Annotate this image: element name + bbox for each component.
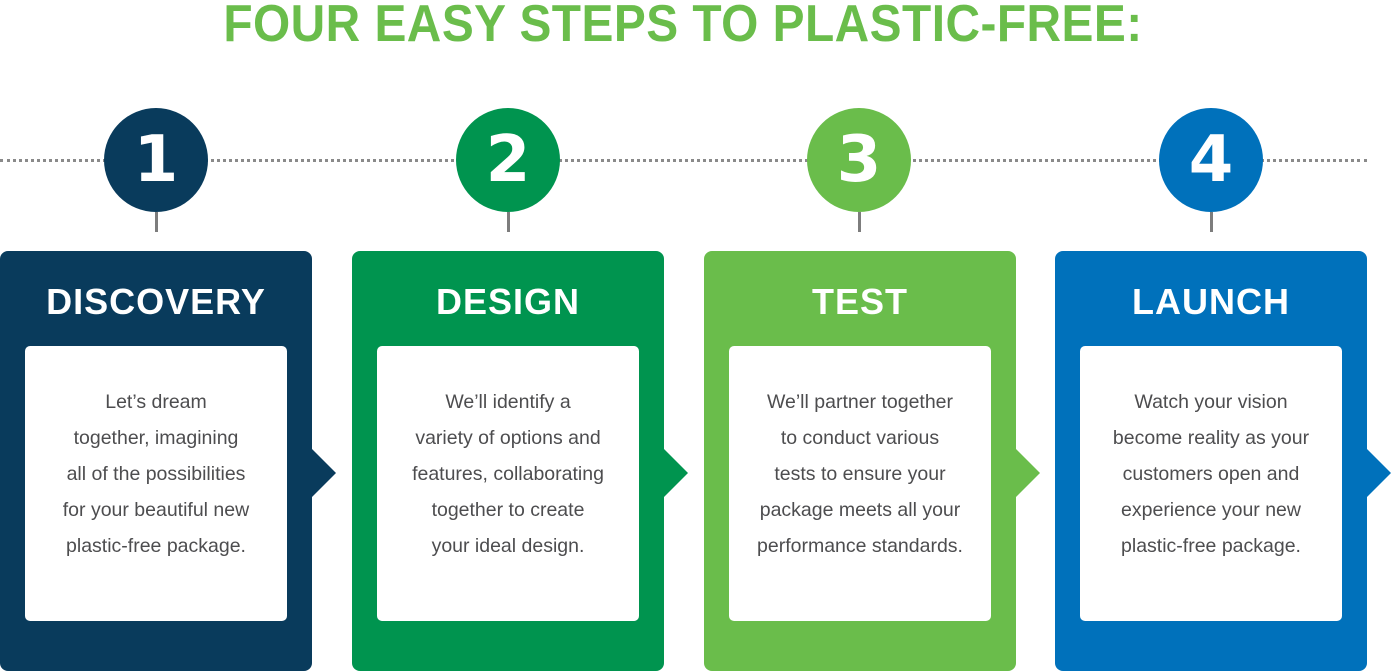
description-line: plastic-free package. xyxy=(66,535,246,557)
step-description: We’ll identify a variety of options and … xyxy=(377,384,639,564)
page-title: FOUR EASY STEPS TO PLASTIC-FREE: xyxy=(223,0,1143,53)
step-heading: TEST xyxy=(811,281,908,322)
description-line: become reality as your xyxy=(1112,427,1310,449)
arrow-right-icon xyxy=(1367,449,1391,497)
arrow-right-icon xyxy=(312,449,336,497)
description-line: tests to ensure your xyxy=(774,463,946,485)
step-2-stem xyxy=(507,212,510,232)
step-4-number-badge: 4 xyxy=(1159,108,1263,212)
description-line: Let’s dream xyxy=(105,391,207,413)
description-line: customers open and xyxy=(1122,463,1300,485)
arrow-right-icon xyxy=(664,449,688,497)
step-3-number-badge: 3 xyxy=(807,108,911,212)
description-line: We’ll identify a xyxy=(445,391,571,413)
step-4-stem xyxy=(1210,212,1213,232)
step-1-panel: DISCOVERY Let’s dream together, imaginin… xyxy=(0,251,336,671)
step-2-panel: DESIGN We’ll identify a variety of optio… xyxy=(352,251,688,671)
step-heading: LAUNCH xyxy=(1132,281,1290,322)
step-description-box: Watch your vision become reality as your… xyxy=(1080,346,1342,621)
step-number: 4 xyxy=(1188,123,1234,197)
step-heading: DESIGN xyxy=(435,281,581,322)
description-line: experience your new xyxy=(1121,499,1301,521)
description-line: plastic-free package. xyxy=(1121,535,1301,557)
description-line: package meets all your xyxy=(759,499,961,521)
description-line: for your beautiful new xyxy=(62,499,250,521)
description-line: your ideal design. xyxy=(431,535,585,557)
step-4-panel: LAUNCH Watch your vision become reality … xyxy=(1055,251,1391,671)
description-line: together to create xyxy=(431,499,585,521)
description-line: together, imagining xyxy=(73,427,239,449)
step-1-stem xyxy=(155,212,158,232)
step-3-panel: TEST We’ll partner together to conduct v… xyxy=(704,251,1040,671)
arrow-right-icon xyxy=(1016,449,1040,497)
step-description-box: We’ll identify a variety of options and … xyxy=(377,346,639,621)
step-description: We’ll partner together to conduct variou… xyxy=(729,384,991,564)
step-description-box: Let’s dream together, imagining all of t… xyxy=(25,346,287,621)
description-line: performance standards. xyxy=(757,535,963,557)
step-description-box: We’ll partner together to conduct variou… xyxy=(729,346,991,621)
description-line: all of the possibilities xyxy=(66,463,246,485)
step-1-number-badge: 1 xyxy=(104,108,208,212)
step-heading: DISCOVERY xyxy=(46,281,266,322)
step-number: 3 xyxy=(836,123,882,197)
step-2-number-badge: 2 xyxy=(456,108,560,212)
description-line: variety of options and xyxy=(415,427,601,449)
description-line: We’ll partner together xyxy=(766,391,954,413)
description-line: to conduct various xyxy=(780,427,940,449)
description-line: Watch your vision xyxy=(1134,391,1288,413)
step-description: Watch your vision become reality as your… xyxy=(1080,384,1342,564)
dotted-timeline-connector xyxy=(0,159,1367,162)
step-number: 1 xyxy=(133,123,179,197)
step-3-stem xyxy=(858,212,861,232)
description-line: features, collaborating xyxy=(412,463,604,485)
step-description: Let’s dream together, imagining all of t… xyxy=(25,384,287,564)
step-number: 2 xyxy=(485,123,531,197)
